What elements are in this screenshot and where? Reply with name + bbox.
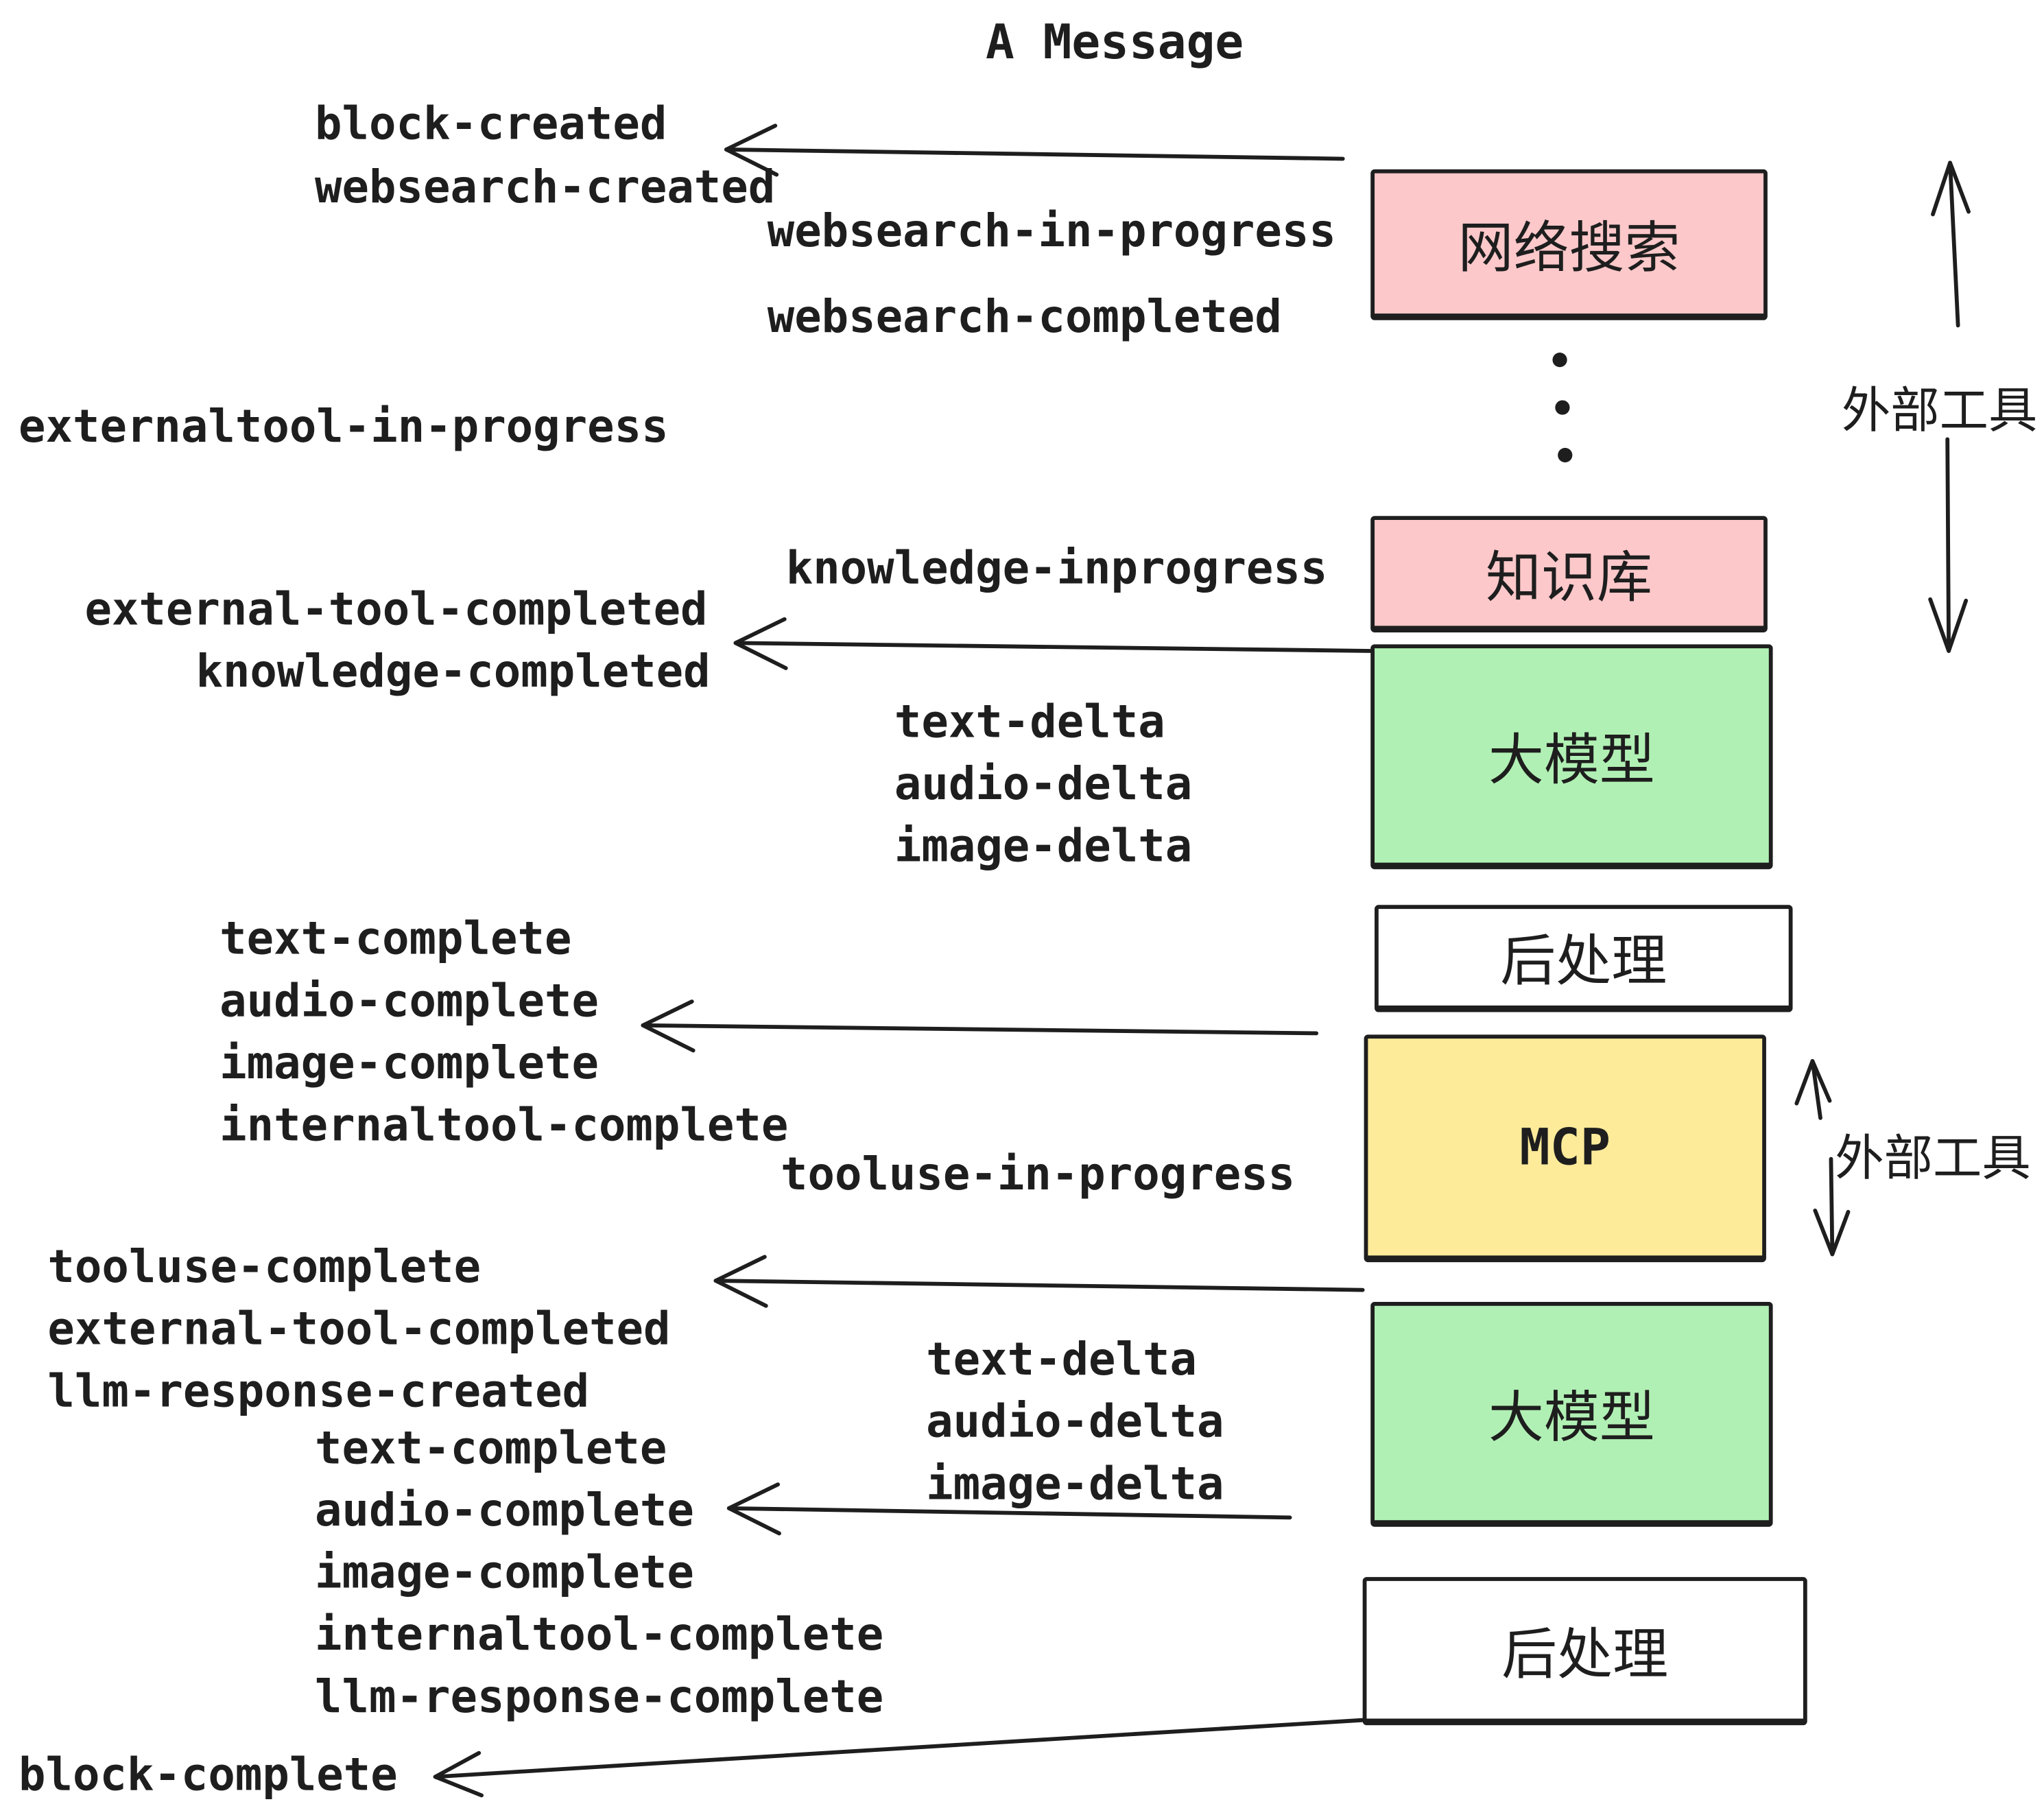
box-knowledge: 知识库 — [1370, 516, 1768, 632]
box-websearch-label: 网络搜索 — [1458, 215, 1680, 280]
event-llm-response-complete: llm-response-complete — [315, 1671, 884, 1724]
event-image-complete-2: image-complete — [315, 1546, 694, 1600]
diagram-title: A Message — [985, 16, 1244, 71]
event-text-delta-1: text-delta — [894, 696, 1165, 749]
event-image-delta-2: image-delta — [926, 1458, 1224, 1511]
event-knowledge-completed: knowledge-completed — [195, 645, 711, 699]
box-postprocess-1: 后处理 — [1375, 905, 1793, 1012]
arrow-to-knowledge-completed-icon — [733, 617, 1373, 670]
event-internaltool-complete-1: internaltool-complete — [219, 1099, 789, 1152]
event-audio-delta-1: audio-delta — [894, 758, 1193, 811]
event-websearch-completed: websearch-completed — [767, 291, 1282, 344]
event-externaltool-in-progress: externaltool-in-progress — [19, 401, 669, 454]
box-llm-2-label: 大模型 — [1488, 1384, 1655, 1450]
external-tools-label-top: 外部工具 — [1841, 382, 2038, 440]
event-tooluse-in-progress: tooluse-in-progress — [780, 1148, 1296, 1202]
box-postprocess-1-label: 后处理 — [1500, 929, 1667, 994]
event-websearch-in-progress: websearch-in-progress — [767, 204, 1336, 259]
event-llm-response-created: llm-response-created — [47, 1365, 590, 1419]
arrow-to-external-tool-completed-icon — [713, 1255, 1365, 1308]
external-tools-label-mid: 外部工具 — [1835, 1130, 2031, 1187]
event-image-delta-1: image-delta — [894, 820, 1193, 874]
box-postprocess-2-label: 后处理 — [1501, 1621, 1669, 1687]
box-postprocess-2: 后处理 — [1362, 1577, 1807, 1726]
external-tools-down-arrow-icon — [1928, 437, 1969, 653]
event-block-complete: block-complete — [19, 1748, 398, 1803]
event-internaltool-complete-2: internaltool-complete — [315, 1609, 884, 1662]
arrow-to-block-complete-icon — [433, 1718, 1368, 1798]
event-knowledge-inprogress: knowledge-inprogress — [785, 542, 1328, 595]
external-tools-up-arrow-icon — [1931, 161, 1971, 328]
arrow-to-image-complete-icon — [641, 999, 1319, 1053]
box-llm-1: 大模型 — [1370, 644, 1773, 870]
event-image-complete-1: image-complete — [219, 1037, 599, 1091]
event-block-created: block-created — [315, 97, 667, 151]
box-websearch: 网络搜索 — [1370, 169, 1768, 320]
box-mcp: MCP — [1364, 1034, 1766, 1263]
box-mcp-label: MCP — [1519, 1117, 1611, 1176]
event-text-delta-2: text-delta — [926, 1333, 1197, 1387]
event-external-tool-completed-2: external-tool-completed — [47, 1303, 671, 1357]
ellipsis-dots-icon — [1552, 353, 1573, 463]
box-knowledge-label: 知识库 — [1486, 544, 1653, 610]
event-tooluse-complete: tooluse-complete — [47, 1241, 482, 1294]
event-audio-complete-1: audio-complete — [219, 975, 599, 1028]
event-audio-complete-2: audio-complete — [315, 1484, 694, 1538]
event-external-tool-completed-1: external-tool-completed — [84, 583, 708, 637]
event-text-complete-1: text-complete — [219, 912, 572, 966]
box-llm-2: 大模型 — [1370, 1301, 1773, 1527]
event-websearch-created: websearch-created — [315, 161, 776, 215]
arrow-to-block-created-icon — [724, 123, 1345, 177]
event-audio-delta-2: audio-delta — [926, 1395, 1224, 1449]
box-llm-1-label: 大模型 — [1488, 726, 1655, 792]
mcp-external-tools-up-arrow-icon — [1794, 1059, 1832, 1120]
event-text-complete-2: text-complete — [315, 1422, 667, 1475]
